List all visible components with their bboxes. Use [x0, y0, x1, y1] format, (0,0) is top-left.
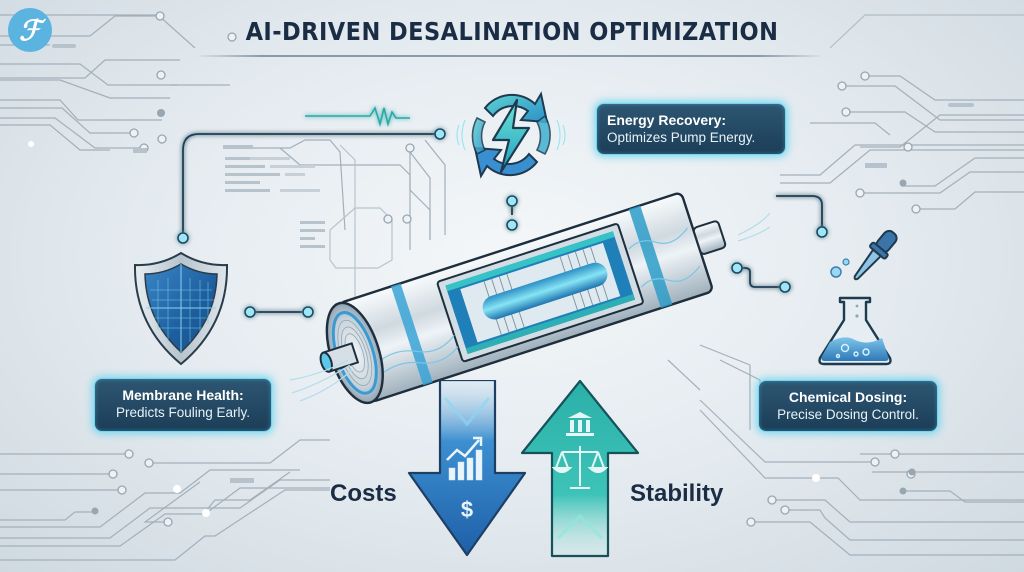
chemical-dosing-title: Chemical Dosing: [788, 389, 908, 405]
page-title: AI-DRIVEN DESALINATION OPTIMIZATION [245, 17, 779, 46]
costs-down-arrow: $ [407, 380, 527, 557]
flask-dropper-icon [818, 229, 898, 366]
stability-up-arrow [520, 379, 640, 558]
energy-recovery-description: Optimizes Pump Energy. [607, 130, 756, 145]
energy-recycle-bolt-icon [456, 91, 566, 179]
membrane-health-title: Membrane Health: [122, 387, 244, 403]
costs-label: Costs [330, 480, 397, 507]
title-underline [200, 55, 820, 57]
chemical-dosing-description: Precise Dosing Control. [777, 407, 919, 422]
growth-chart-icon [448, 449, 483, 481]
ro-membrane-cylinder-icon [289, 192, 770, 405]
balance-scale-icon [551, 446, 609, 489]
energy-recovery-callout: Energy Recovery: Optimizes Pump Energy. [596, 103, 786, 155]
stability-label: Stability [630, 480, 724, 507]
dollar-icon: $ [461, 497, 473, 522]
membrane-health-description: Predicts Fouling Early. [115, 405, 251, 420]
shield-icon [133, 251, 229, 366]
brand-logo: ℱ [8, 8, 52, 52]
chemical-dosing-callout: Chemical Dosing: Precise Dosing Control. [758, 380, 938, 432]
energy-recovery-title: Energy Recovery: [607, 112, 727, 128]
logo-glyph: ℱ [18, 13, 41, 47]
membrane-health-callout: Membrane Health: Predicts Fouling Early. [94, 378, 272, 432]
institution-icon [566, 412, 594, 436]
